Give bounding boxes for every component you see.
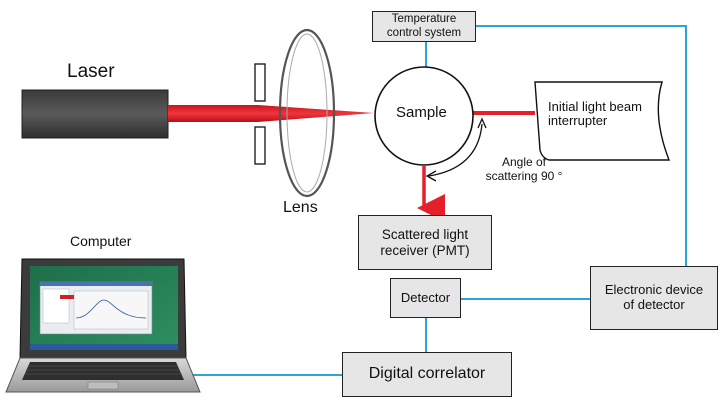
digital-correlator-box: Digital correlator: [342, 352, 512, 397]
lens-inner: [286, 33, 328, 193]
correlator-label: Digital correlator: [368, 365, 486, 383]
temperature-control-box: Temperature control system: [372, 11, 476, 42]
computer-label: Computer: [70, 233, 132, 249]
laser-beam: [168, 105, 374, 122]
aperture-slit-top: [254, 63, 266, 102]
scattered-to-interrupter-beam: [471, 111, 535, 115]
screen-window-bar: [40, 282, 152, 286]
receiver-label: Scattered light receiver (PMT): [380, 226, 470, 258]
screen-red-marker: [60, 295, 74, 299]
detector-label: Detector: [400, 289, 451, 305]
angle-arrow-head-top: [477, 117, 487, 129]
screen-taskbar: [30, 344, 178, 350]
scattered-light-receiver-box: Scattered light receiver (PMT): [358, 215, 492, 270]
aperture-slit-bottom: [254, 126, 266, 165]
electronic-device-label: Electronic device of detector: [604, 282, 704, 312]
angle-label: Angle of scattering 90 °: [485, 155, 563, 183]
wire-temperature-to-electronic: [476, 25, 687, 268]
laptop-keyboard: [22, 362, 184, 380]
lens-shape: [278, 28, 336, 198]
interrupter-shape: [534, 81, 671, 161]
temperature-control-label: Temperature control system: [386, 13, 462, 39]
electronic-device-box: Electronic device of detector: [590, 266, 718, 330]
laptop-touchpad: [87, 381, 119, 390]
signal-wires: [190, 25, 687, 376]
interrupter-label: Initial light beam interrupter: [548, 99, 642, 129]
keyboard-keys: [25, 365, 182, 375]
sample-label: Sample: [396, 104, 447, 121]
screen-panel-left: [42, 288, 70, 324]
detector-box: Detector: [390, 278, 461, 318]
laser-body: [21, 89, 169, 139]
angle-arc: [428, 123, 483, 177]
screen-plot-line: [75, 299, 147, 319]
screen-plot: [73, 290, 149, 330]
lens-label: Lens: [283, 199, 318, 216]
laser-label: Laser: [67, 61, 115, 82]
angle-arrow-head-bottom: [425, 170, 437, 182]
laptop: [5, 258, 201, 393]
